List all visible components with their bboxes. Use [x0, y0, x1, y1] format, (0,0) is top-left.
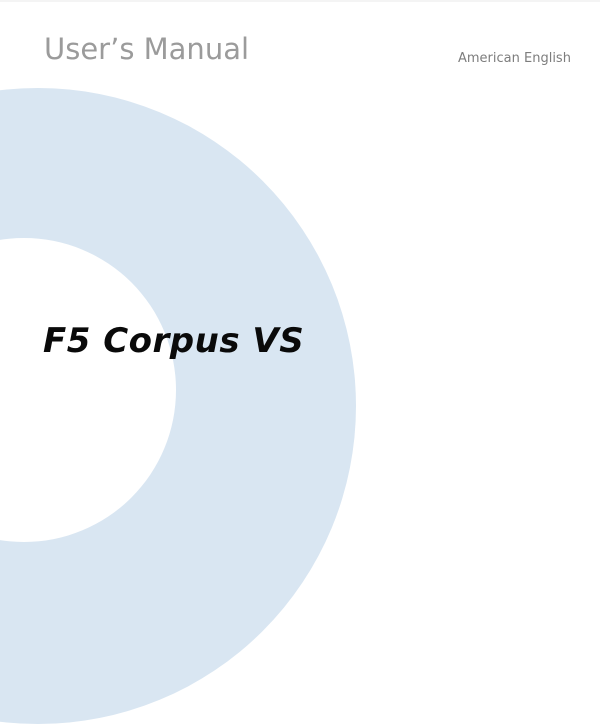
top-border — [0, 0, 600, 2]
language-label: American English — [458, 51, 571, 66]
product-name: F5 Corpus VS — [43, 321, 305, 361]
document-title: User’s Manual — [44, 32, 250, 66]
